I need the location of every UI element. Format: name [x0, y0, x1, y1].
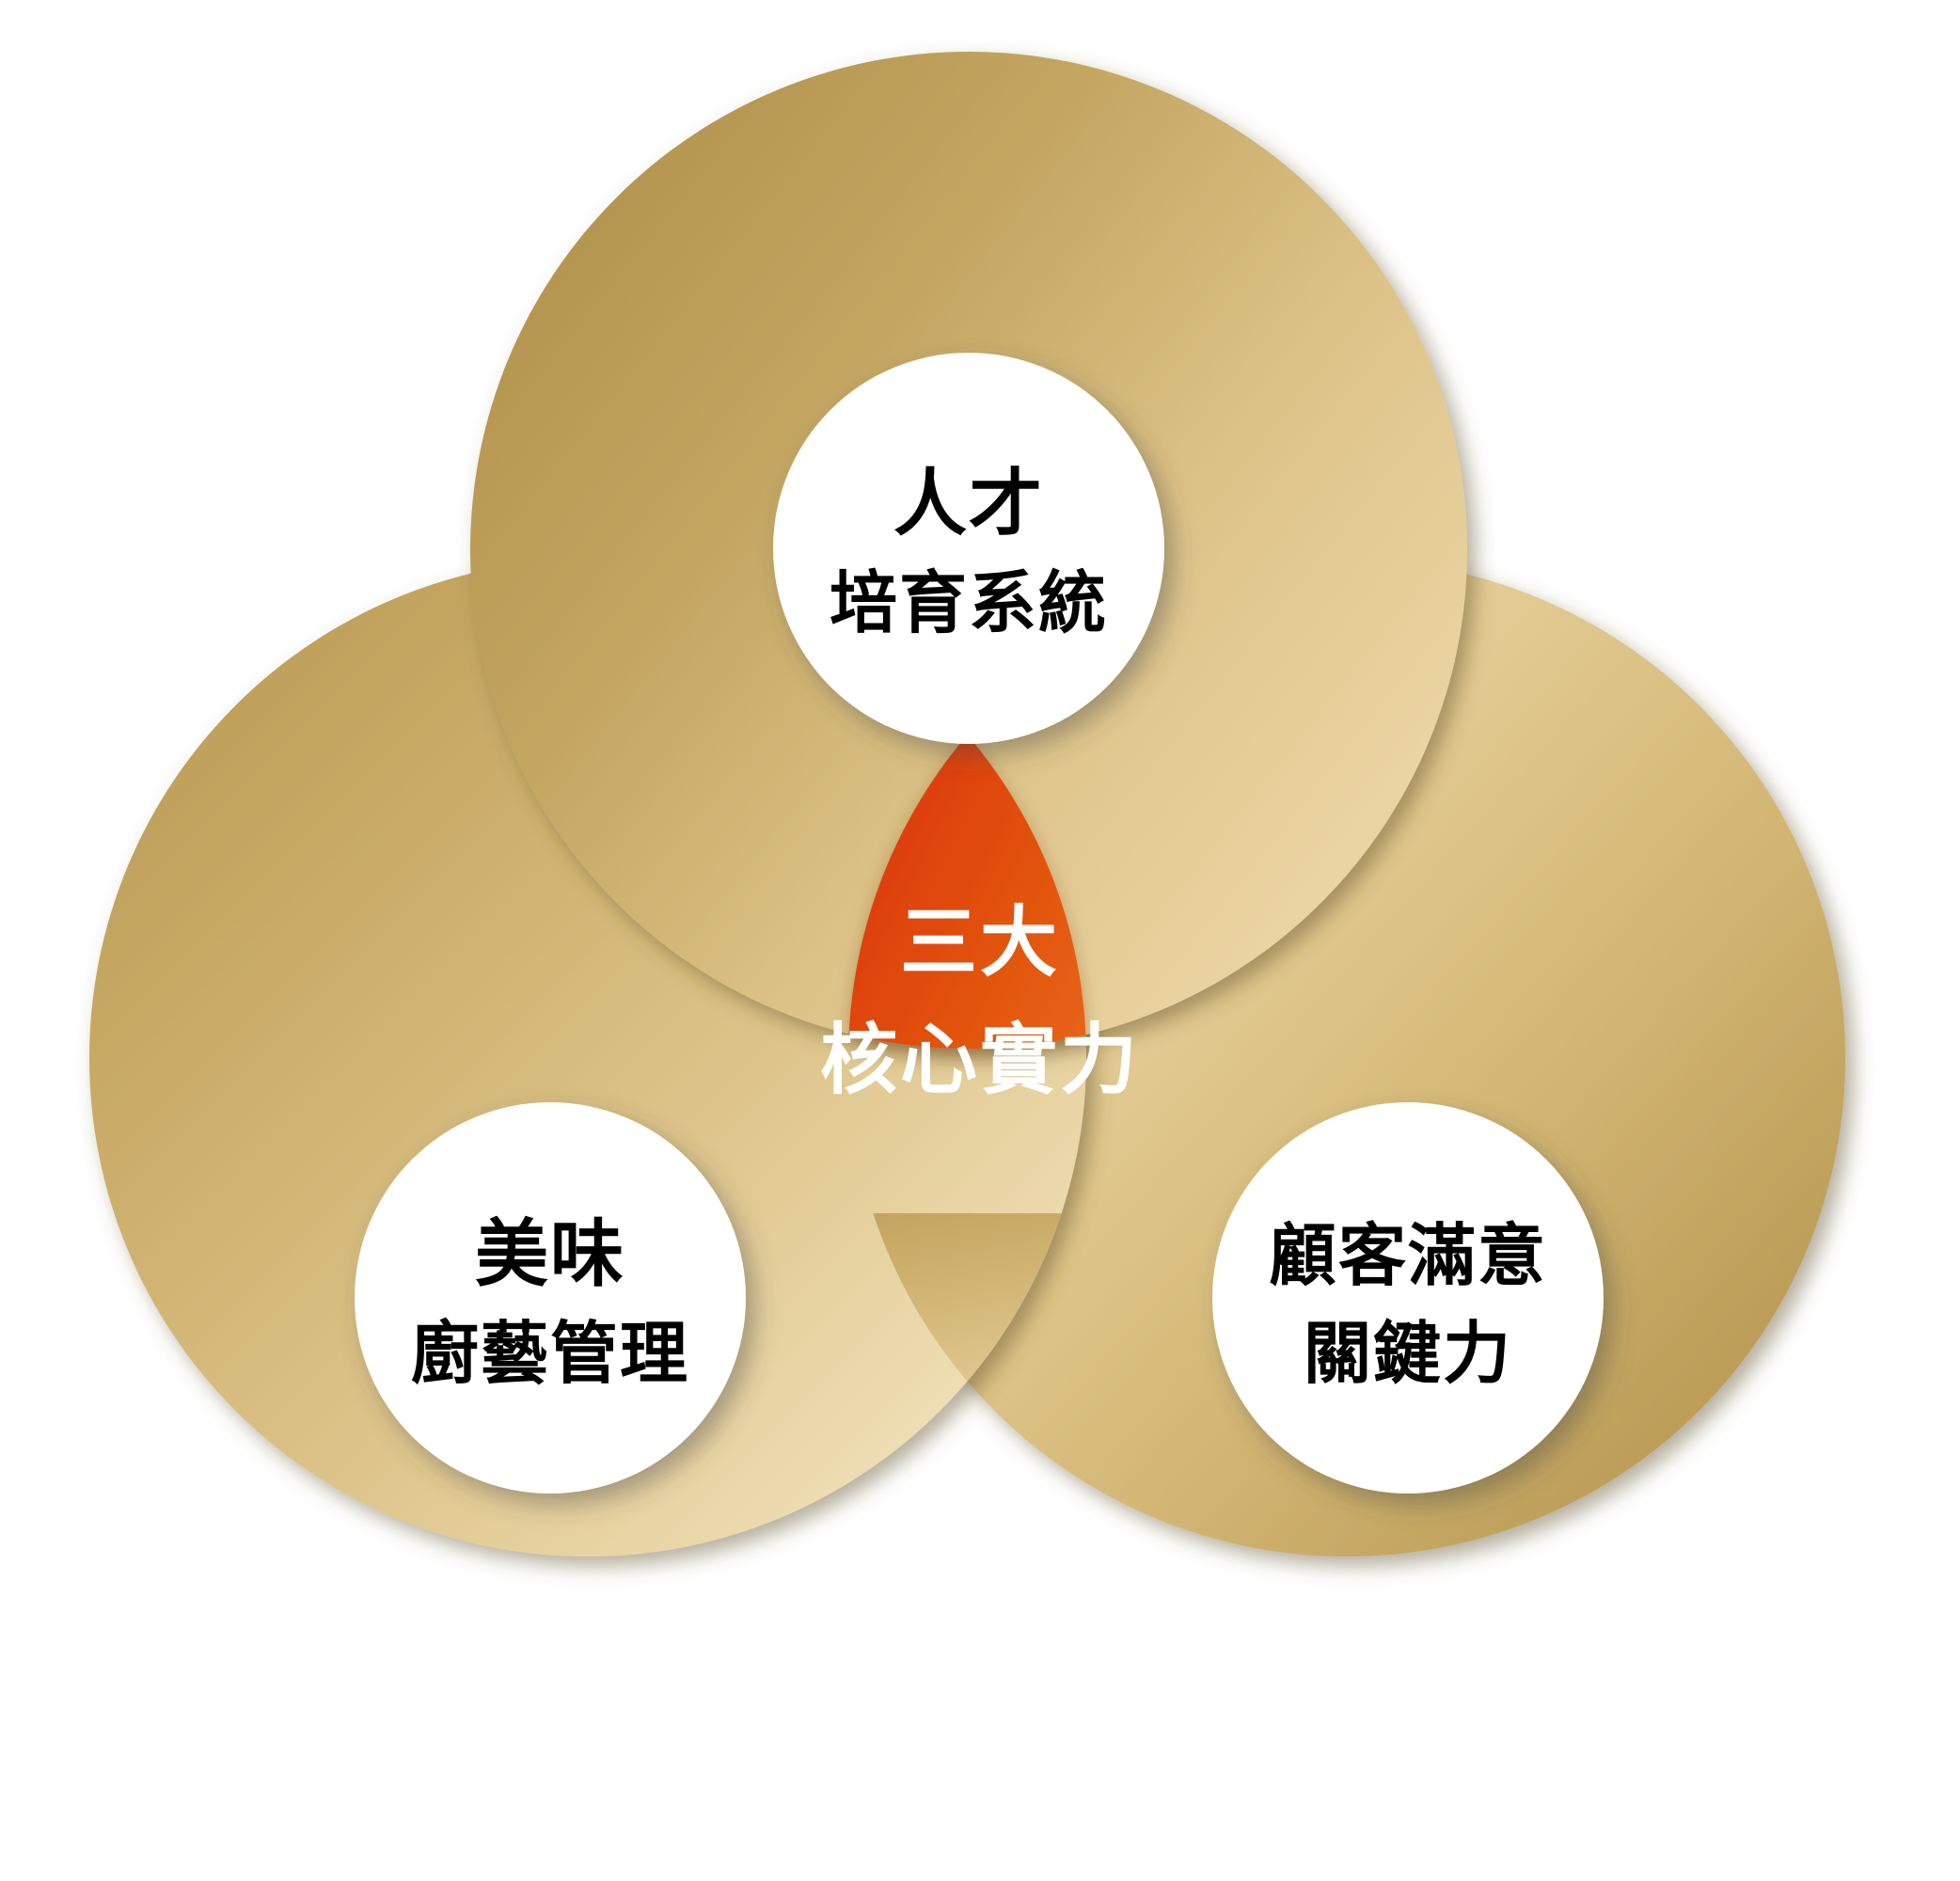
node-culinary-bubble[interactable]: [355, 1102, 746, 1494]
core-title-line1: 三大: [900, 898, 1060, 988]
node-talent-line1: 人才: [893, 462, 1044, 546]
node-talent-bubble[interactable]: [773, 353, 1164, 744]
node-culinary[interactable]: 美味 廚藝管理: [355, 1102, 746, 1494]
node-talent-line2: 培育系統: [830, 563, 1108, 642]
node-satisfaction-line2: 關鍵力: [1304, 1314, 1512, 1393]
gold-lobe-group: [89, 52, 1845, 1557]
node-satisfaction-bubble[interactable]: [1212, 1102, 1604, 1494]
node-satisfaction-line1: 顧客滿意: [1269, 1216, 1547, 1295]
node-talent[interactable]: 人才 培育系統: [773, 353, 1164, 744]
node-satisfaction[interactable]: 顧客滿意 關鍵力: [1212, 1102, 1604, 1494]
node-culinary-line1: 美味: [475, 1212, 625, 1297]
core-title-line2: 核心實力: [820, 1016, 1140, 1105]
node-culinary-line2: 廚藝管理: [411, 1314, 689, 1393]
core-title: 三大 核心實力: [820, 898, 1140, 1105]
